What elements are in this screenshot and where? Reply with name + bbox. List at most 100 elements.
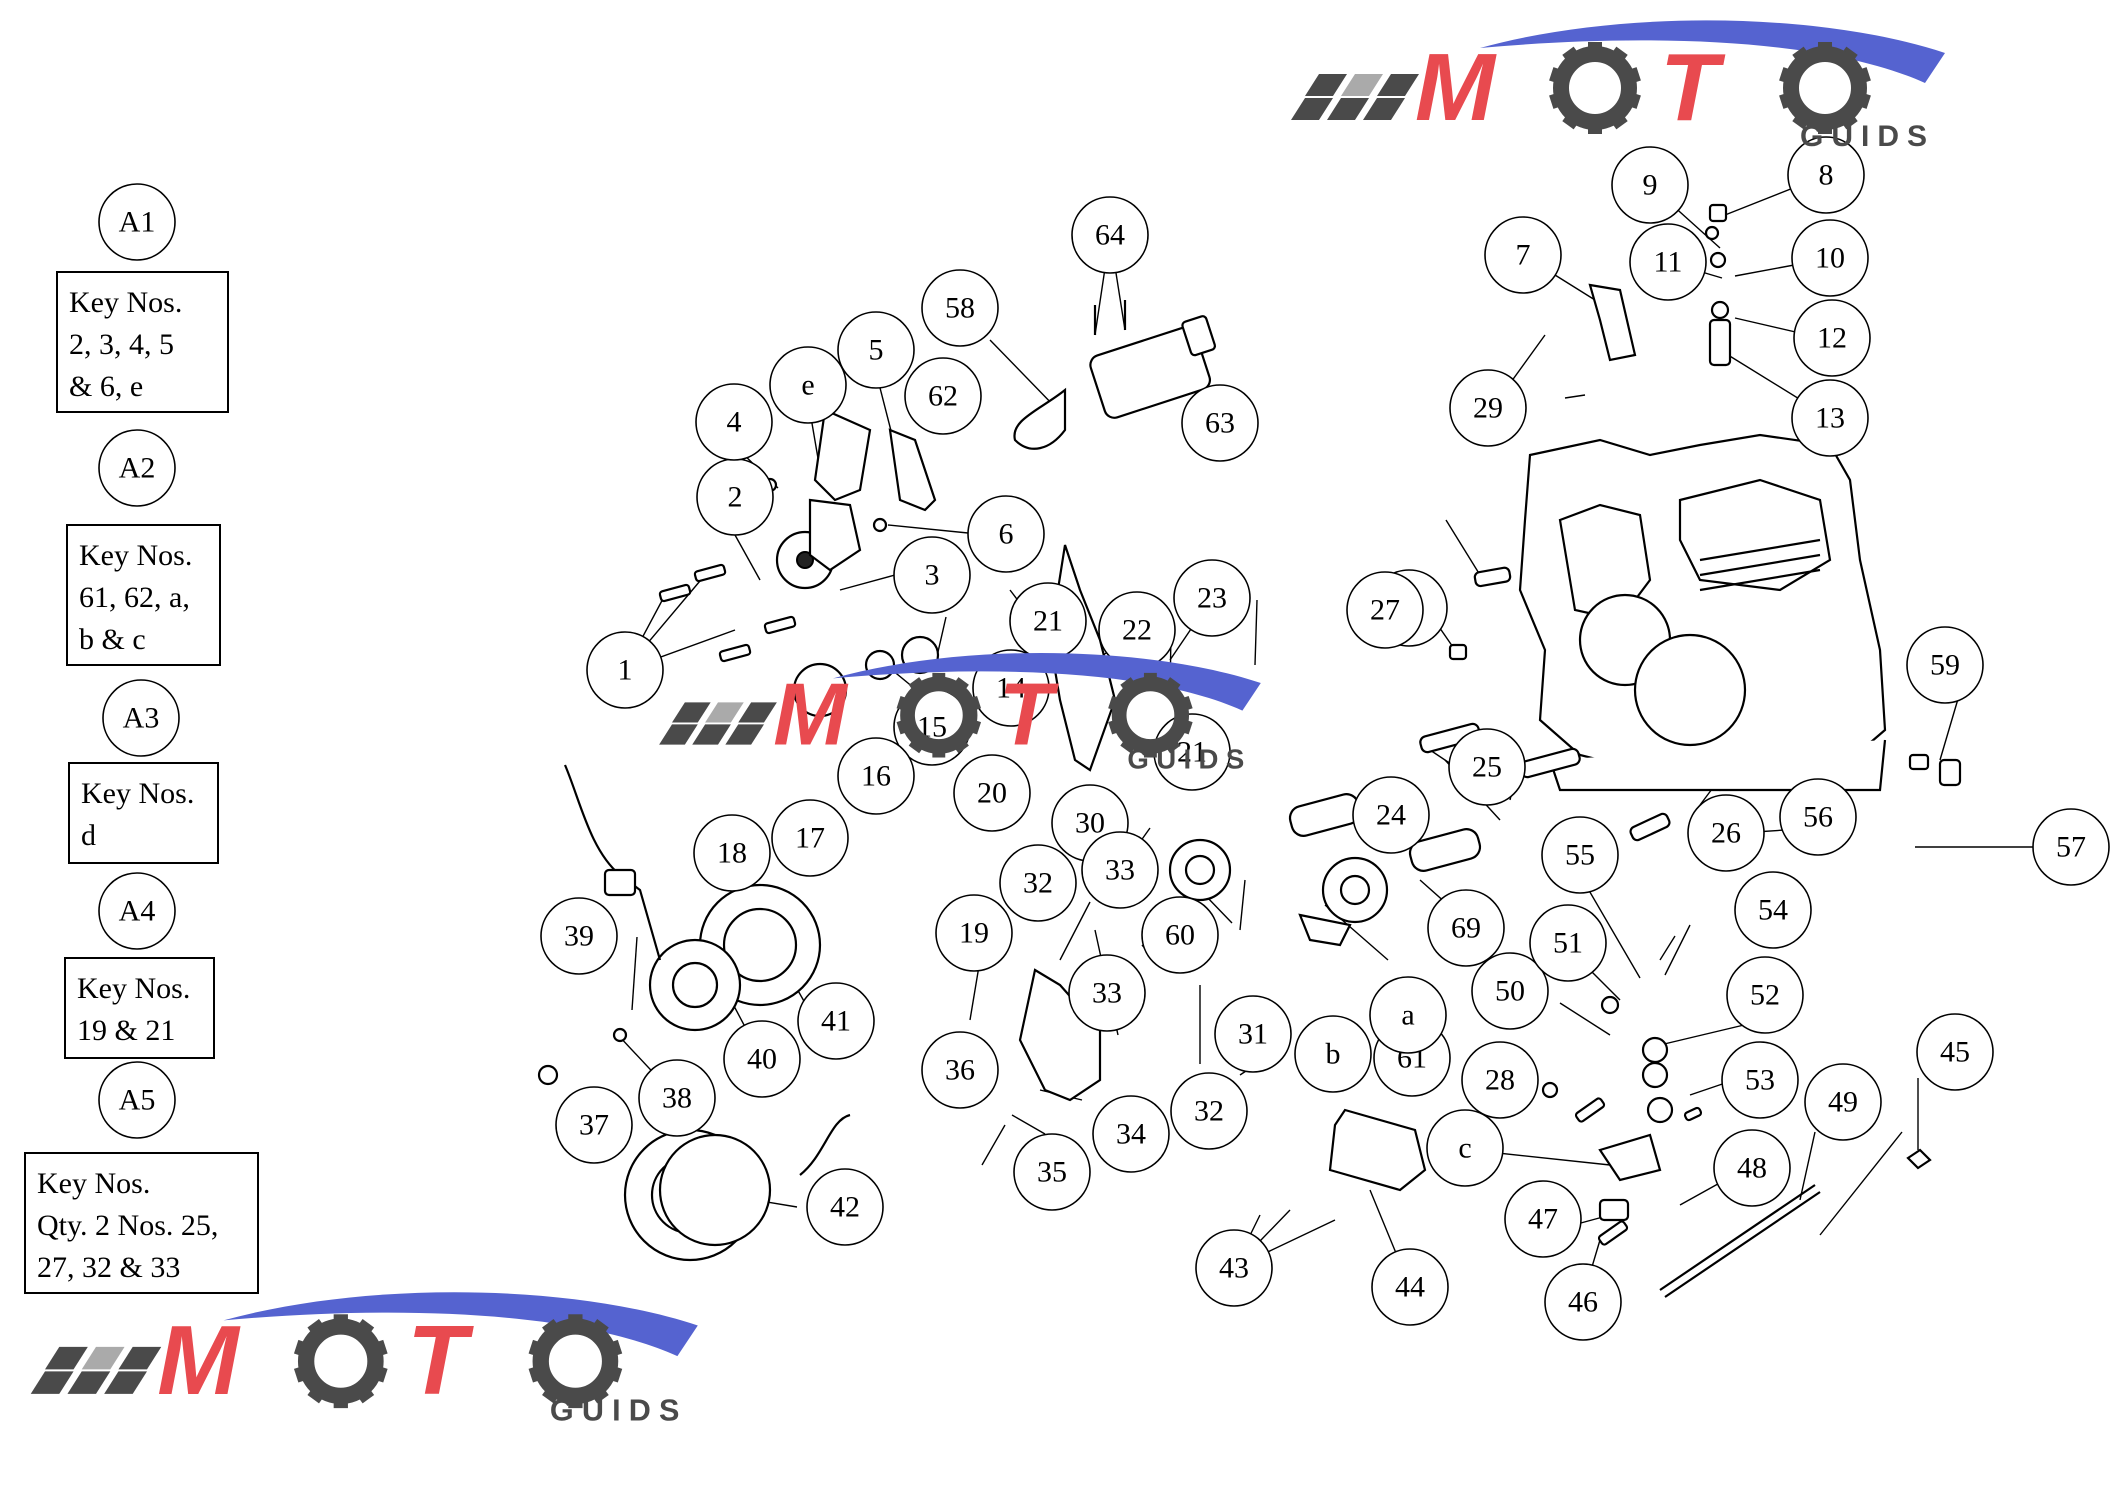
gear-icon xyxy=(1549,42,1641,134)
svg-text:45: 45 xyxy=(1940,1036,1970,1069)
logo-letter-t: T xyxy=(1660,34,1726,141)
svg-text:58: 58 xyxy=(945,292,975,325)
callout-50: 50 xyxy=(1471,952,1549,1030)
svg-text:8: 8 xyxy=(1819,159,1834,192)
svg-text:32: 32 xyxy=(1194,1095,1224,1128)
svg-text:1: 1 xyxy=(618,654,633,687)
svg-text:35: 35 xyxy=(1037,1156,1067,1189)
svg-text:a: a xyxy=(1401,999,1414,1032)
key-box-line: d xyxy=(81,819,96,852)
assembly-label: A1 xyxy=(98,183,176,261)
key-box-line: Key Nos. xyxy=(69,286,182,319)
callout-40: 40 xyxy=(723,1020,801,1098)
callout-64: 64 xyxy=(1071,196,1149,274)
key-box: Key Nos.Qty. 2 Nos. 25,27, 32 & 33 xyxy=(24,1152,259,1294)
svg-text:42: 42 xyxy=(830,1191,860,1224)
key-box-line: 19 & 21 xyxy=(77,1014,175,1047)
svg-text:23: 23 xyxy=(1197,582,1227,615)
svg-text:2: 2 xyxy=(728,481,743,514)
callout-34: 34 xyxy=(1092,1095,1170,1173)
key-box: Key Nos.2, 3, 4, 5& 6, e xyxy=(56,271,229,413)
gears-and-shafts xyxy=(775,530,1930,947)
svg-text:40: 40 xyxy=(747,1043,777,1076)
callout-60: 60 xyxy=(1141,896,1219,974)
callout-11: 11 xyxy=(1629,223,1707,301)
svg-text:25: 25 xyxy=(1472,751,1502,784)
callout-56: 56 xyxy=(1779,778,1857,856)
callout-12: 12 xyxy=(1793,299,1871,377)
assembly-label: A4 xyxy=(98,872,176,950)
svg-text:A3: A3 xyxy=(123,702,160,735)
callout-31: 31 xyxy=(1214,995,1292,1073)
svg-text:6: 6 xyxy=(999,518,1014,551)
key-box: Key Nos.61, 62, a,b & c xyxy=(66,524,221,666)
svg-text:48: 48 xyxy=(1737,1152,1767,1185)
svg-text:9: 9 xyxy=(1643,169,1658,202)
svg-text:c: c xyxy=(1458,1132,1471,1165)
callout-27: 27 xyxy=(1346,571,1424,649)
callout-22: 22 xyxy=(1098,591,1176,669)
gear-icon xyxy=(528,1314,623,1409)
svg-text:38: 38 xyxy=(662,1082,692,1115)
callout-37: 37 xyxy=(555,1086,633,1164)
svg-text:33: 33 xyxy=(1105,854,1135,887)
svg-text:32: 32 xyxy=(1023,867,1053,900)
callout-28: 28 xyxy=(1461,1041,1539,1119)
svg-text:51: 51 xyxy=(1553,927,1583,960)
svg-text:59: 59 xyxy=(1930,649,1960,682)
callout-49: 49 xyxy=(1804,1063,1882,1141)
svg-text:19: 19 xyxy=(959,917,989,950)
callout-39: 39 xyxy=(540,897,618,975)
svg-text:26: 26 xyxy=(1711,817,1741,850)
callout-33: 33 xyxy=(1081,831,1159,909)
callout-38: 38 xyxy=(638,1059,716,1137)
callout-5: 5 xyxy=(837,311,915,389)
svg-text:53: 53 xyxy=(1745,1064,1775,1097)
svg-text:A1: A1 xyxy=(119,206,156,239)
svg-text:50: 50 xyxy=(1495,975,1525,1008)
callout-42: 42 xyxy=(806,1168,884,1246)
svg-text:20: 20 xyxy=(977,777,1007,810)
callout-26: 26 xyxy=(1687,794,1765,872)
logo-letter-m: M xyxy=(1415,34,1497,141)
logo-letter-m: M xyxy=(157,1305,241,1415)
callout-20: 20 xyxy=(953,754,1031,832)
svg-text:13: 13 xyxy=(1815,402,1845,435)
svg-text:33: 33 xyxy=(1092,977,1122,1010)
svg-text:A4: A4 xyxy=(119,895,156,928)
key-box-line: Key Nos. xyxy=(77,972,190,1005)
callout-17: 17 xyxy=(771,799,849,877)
svg-text:63: 63 xyxy=(1205,407,1235,440)
svg-text:31: 31 xyxy=(1238,1018,1268,1051)
flywheel-magneto xyxy=(563,764,851,1262)
callout-23: 23 xyxy=(1173,559,1251,637)
svg-text:64: 64 xyxy=(1095,219,1125,252)
key-box: Key Nos. 19 & 21 xyxy=(64,957,215,1059)
logo-subtext: GUIDS xyxy=(1800,120,1935,153)
svg-text:21: 21 xyxy=(1033,605,1063,638)
callout-53: 53 xyxy=(1721,1041,1799,1119)
callout-25: 25 xyxy=(1448,728,1526,806)
svg-text:44: 44 xyxy=(1395,1271,1425,1304)
svg-text:10: 10 xyxy=(1815,242,1845,275)
callout-3: 3 xyxy=(893,536,971,614)
svg-text:11: 11 xyxy=(1654,246,1683,279)
logo-letter-m: M xyxy=(773,665,849,764)
key-box-line: 2, 3, 4, 5 xyxy=(69,328,174,361)
svg-text:7: 7 xyxy=(1516,239,1531,272)
callout-33: 33 xyxy=(1068,954,1146,1032)
callout-55: 55 xyxy=(1541,816,1619,894)
svg-text:54: 54 xyxy=(1758,894,1788,927)
svg-text:55: 55 xyxy=(1565,839,1595,872)
key-box-line: b & c xyxy=(79,623,146,656)
callout-1: 1 xyxy=(586,631,664,709)
linkage-rod xyxy=(1659,1148,1932,1298)
callout-e: e xyxy=(769,346,847,424)
callout-36: 36 xyxy=(921,1031,999,1109)
svg-text:47: 47 xyxy=(1528,1203,1558,1236)
svg-text:57: 57 xyxy=(2056,831,2086,864)
